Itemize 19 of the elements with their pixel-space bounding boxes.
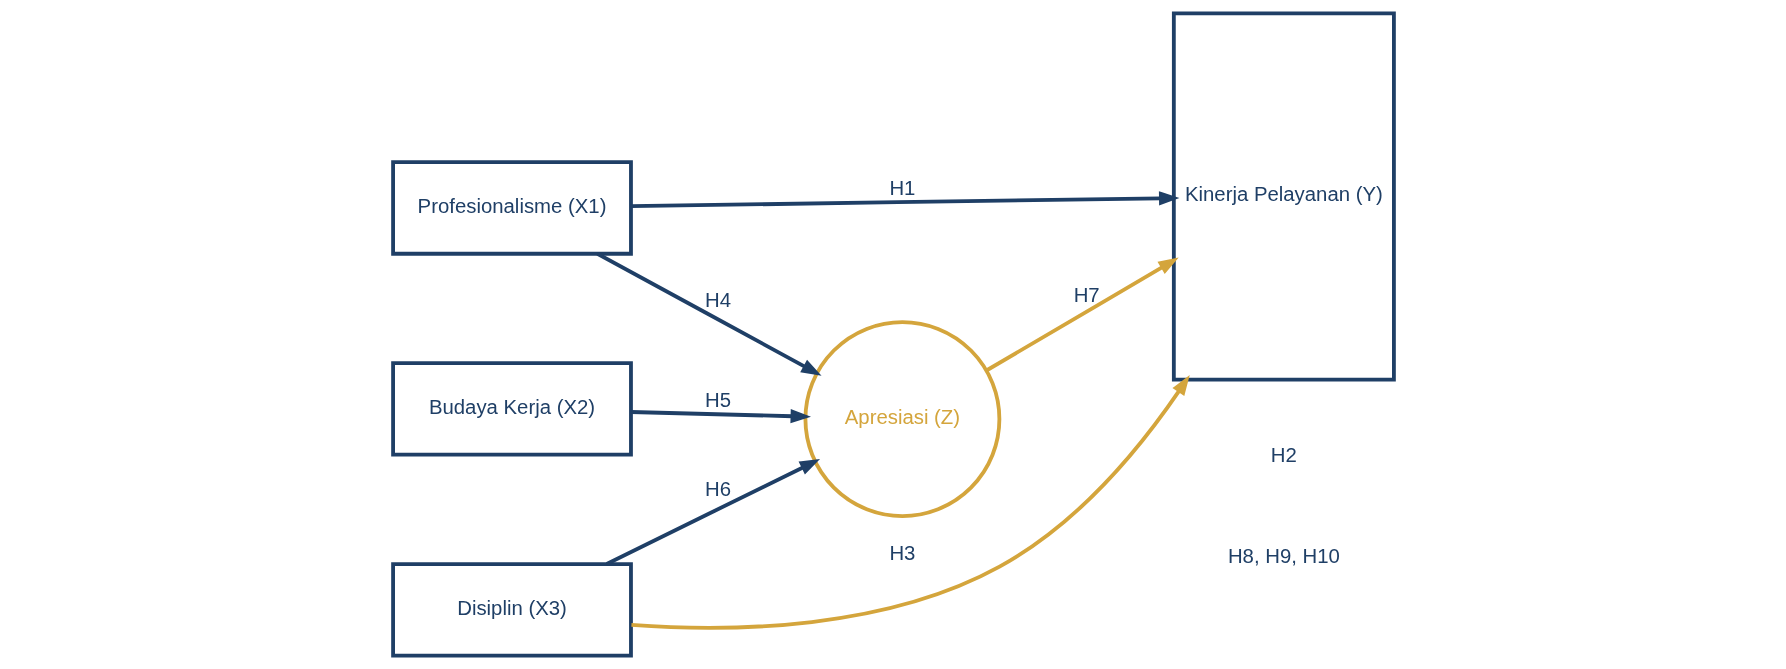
edge-label: H1 [888,176,915,199]
arrow [630,375,1190,630]
arrow [630,191,1179,209]
label: H2 [1270,444,1297,467]
arrow [985,257,1179,372]
arrow [605,459,820,566]
edge-label: H4 [704,288,731,311]
node-box: Budaya Kerja (X2) [390,361,633,457]
edge-label: H6 [704,478,731,501]
arrow [596,252,822,376]
edge-label: H5 [704,389,731,412]
node-box: Kinerja Pelayanan (Y) [1171,11,1396,382]
arrow [630,409,811,424]
node-circle: Apresiasi (Z) [803,320,1001,518]
node-box: Profesionalisme (X1) [390,160,633,256]
node-box: Disiplin (X3) [390,562,633,658]
edge-label: H3 [888,542,915,565]
label: H8, H9, H10 [1227,544,1340,567]
edge-label: H7 [1073,283,1100,306]
